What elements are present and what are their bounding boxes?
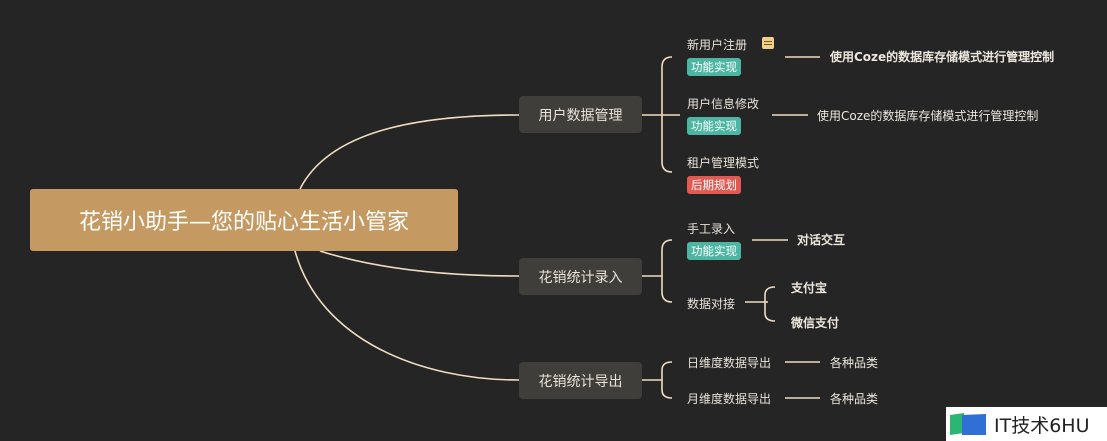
leaf-daily-export[interactable]: 日维度数据导出 xyxy=(687,356,772,370)
detail-text[interactable]: 使用Coze的数据库存储模式进行管理控制 xyxy=(817,109,1039,123)
leaf-data-integration[interactable]: 数据对接 xyxy=(687,297,736,311)
watermark: IT技术6HU xyxy=(946,407,1107,441)
detail-text[interactable]: 对话交互 xyxy=(797,233,846,247)
leaf-tenant-mode[interactable]: 租户管理模式 xyxy=(687,156,760,170)
watermark-text: IT技术6HU xyxy=(994,414,1090,437)
branch-user-data[interactable]: 用户数据管理 xyxy=(519,96,642,133)
sub-alipay[interactable]: 支付宝 xyxy=(791,281,828,295)
tag-implemented: 功能实现 xyxy=(687,242,741,260)
leaf-user-edit[interactable]: 用户信息修改 xyxy=(687,97,760,111)
root-node[interactable]: 花销小助手—您的贴心生活小管家 xyxy=(30,189,458,251)
note-icon[interactable] xyxy=(762,37,774,49)
leaf-new-user[interactable]: 新用户注册 xyxy=(687,38,748,52)
sub-wechat-pay[interactable]: 微信支付 xyxy=(791,316,840,330)
detail-text[interactable]: 各种品类 xyxy=(830,392,879,406)
branch-expense-export[interactable]: 花销统计导出 xyxy=(519,362,642,399)
tag-implemented: 功能实现 xyxy=(687,58,741,76)
tag-implemented: 功能实现 xyxy=(687,117,741,135)
leaf-monthly-export[interactable]: 月维度数据导出 xyxy=(687,392,772,406)
detail-text[interactable]: 使用Coze的数据库存储模式进行管理控制 xyxy=(830,50,1055,64)
branch-expense-entry[interactable]: 花销统计录入 xyxy=(519,258,642,295)
tag-planned: 后期规划 xyxy=(687,176,741,194)
watermark-logo-icon xyxy=(950,413,986,435)
leaf-manual-entry[interactable]: 手工录入 xyxy=(687,222,736,236)
detail-text[interactable]: 各种品类 xyxy=(830,356,879,370)
